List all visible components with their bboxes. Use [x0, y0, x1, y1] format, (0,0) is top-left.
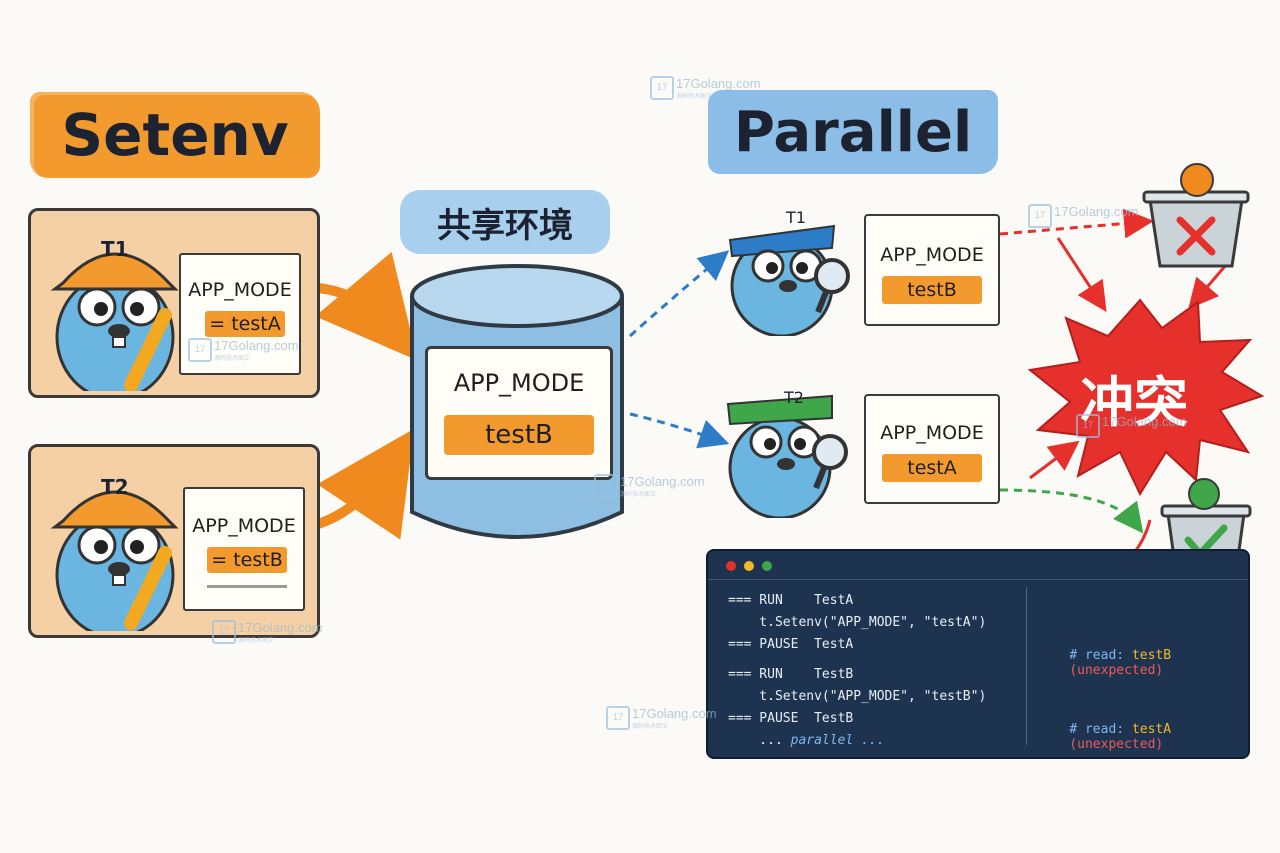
- watermark: 17 17Golang.com 源码技术图文: [212, 620, 362, 650]
- parallel-title: Parallel: [733, 99, 973, 165]
- gopher-t1-magnifier-icon: [728, 224, 850, 336]
- arrow-t2-to-env: [316, 428, 415, 540]
- shared-env-key: APP_MODE: [453, 369, 585, 397]
- shared-env-value: testB: [444, 415, 594, 455]
- terminal-divider: [708, 579, 1248, 580]
- terminal-line: === RUN TestB: [728, 667, 854, 682]
- right-t2-key: APP_MODE: [880, 422, 984, 444]
- shared-env-banner: 共享环境: [400, 190, 610, 254]
- terminal-column-divider: [1026, 587, 1027, 745]
- watermark-text: 17Golang.com: [1054, 204, 1139, 219]
- terminal-comment-b: # read: testA (unexpected): [1038, 707, 1171, 767]
- watermark-text: 17Golang.com: [238, 620, 323, 635]
- watermark-text: 17Golang.com: [1102, 414, 1187, 429]
- watermark-text: 17Golang.com: [676, 76, 761, 91]
- right-t1-key: APP_MODE: [880, 244, 984, 266]
- watermark-sub: 源码技术图文: [620, 492, 657, 498]
- watermark: 17 17Golang.com 源码技术图文: [594, 474, 744, 504]
- right-t1-tag: T1: [786, 208, 806, 227]
- gopher-t1-hardhat-icon: [50, 252, 179, 391]
- terminal-line: t.Setenv("APP_MODE", "testB"): [728, 689, 987, 704]
- setenv-panel-t1: T1 APP_MODE = testA: [28, 208, 320, 398]
- panel-t2-tag: T2: [101, 475, 129, 499]
- parallel-banner: Parallel: [708, 90, 998, 174]
- comment-note-b: (unexpected): [1069, 737, 1164, 752]
- arrow-t1-to-env: [315, 251, 418, 361]
- terminal-line: === PAUSE TestB: [728, 711, 854, 726]
- watermark-logo-icon: 17: [212, 620, 236, 644]
- conflict-burst: [1027, 298, 1265, 497]
- right-t1-value: testB: [882, 276, 982, 304]
- right-t1-note: APP_MODE testB: [864, 214, 1000, 326]
- watermark-logo-icon: 17: [188, 338, 212, 362]
- ellipsis-prefix: ...: [728, 733, 791, 748]
- comment-value-a: testB: [1131, 648, 1172, 663]
- arrow-t2-to-bin: [999, 488, 1144, 534]
- watermark-sub: 源码技术图文: [238, 638, 275, 644]
- shared-env-label: APP_MODE testB: [425, 346, 613, 480]
- watermark-logo-icon: 17: [606, 706, 630, 730]
- terminal-line: === PAUSE TestA: [728, 637, 854, 652]
- watermark: 17 17Golang.com: [1076, 414, 1226, 444]
- watermark: 17 17Golang.com 源码技术图文: [650, 76, 800, 106]
- watermark-sub: 源码技术图文: [632, 724, 669, 730]
- panel-t1-value: = testA: [205, 311, 285, 337]
- comment-prefix: # read:: [1069, 722, 1132, 737]
- gopher-t2-hardhat-icon: [50, 490, 179, 631]
- panel-t1-tag: T1: [101, 237, 129, 261]
- note-underline: [207, 585, 287, 588]
- watermark: 17 17Golang.com: [1028, 204, 1178, 234]
- terminal-maximize-dot: [762, 561, 772, 571]
- watermark-logo-icon: 17: [1028, 204, 1052, 228]
- terminal-line: === RUN TestA: [728, 593, 854, 608]
- comment-value-b: testA: [1131, 722, 1172, 737]
- setenv-title: Setenv: [61, 101, 289, 169]
- setenv-banner: Setenv: [30, 92, 320, 178]
- watermark-sub: 源码技术图文: [214, 356, 251, 362]
- comment-note-a: (unexpected): [1069, 663, 1164, 678]
- panel-t1-key: APP_MODE: [188, 279, 292, 301]
- watermark-sub: 源码技术图文: [676, 94, 713, 100]
- terminal-line: t.Setenv("APP_MODE", "testA"): [728, 615, 987, 630]
- trash-bin-icon: [1142, 163, 1250, 268]
- watermark-logo-icon: 17: [1076, 414, 1100, 438]
- terminal-line: ... parallel ...: [728, 733, 885, 748]
- comment-prefix: # read:: [1069, 648, 1132, 663]
- watermark: 17 17Golang.com 源码技术图文: [188, 338, 338, 368]
- shared-env-title: 共享环境: [437, 205, 573, 246]
- right-t2-tag: T2: [784, 388, 804, 407]
- arrow-t1-to-trash: [999, 208, 1154, 239]
- watermark-text: 17Golang.com: [632, 706, 717, 721]
- setenv-panel-t2: T2 APP_MODE = testB: [28, 444, 320, 638]
- watermark-text: 17Golang.com: [620, 474, 705, 489]
- gopher-t2-magnifier-icon: [726, 394, 848, 518]
- terminal-comment-a: # read: testB (unexpected): [1038, 633, 1171, 693]
- arrow-env-to-t1: [628, 250, 730, 338]
- test-output-terminal: === RUN TestA t.Setenv("APP_MODE", "test…: [706, 549, 1250, 759]
- parallel-word: parallel ...: [790, 733, 885, 748]
- watermark-logo-icon: 17: [594, 474, 618, 498]
- right-t2-value: testA: [882, 454, 982, 482]
- watermark-text: 17Golang.com: [214, 338, 299, 353]
- panel-t2-note: APP_MODE = testB: [183, 487, 305, 611]
- panel-t2-value: = testB: [207, 547, 287, 573]
- terminal-close-dot: [726, 561, 736, 571]
- watermark: 17 17Golang.com 源码技术图文: [606, 706, 717, 736]
- panel-t1-note: APP_MODE = testA: [179, 253, 301, 375]
- panel-t2-key: APP_MODE: [192, 515, 296, 537]
- arrow-env-to-t2: [629, 412, 730, 449]
- right-t2-note: APP_MODE testA: [864, 394, 1000, 504]
- terminal-minimize-dot: [744, 561, 754, 571]
- watermark-logo-icon: 17: [650, 76, 674, 100]
